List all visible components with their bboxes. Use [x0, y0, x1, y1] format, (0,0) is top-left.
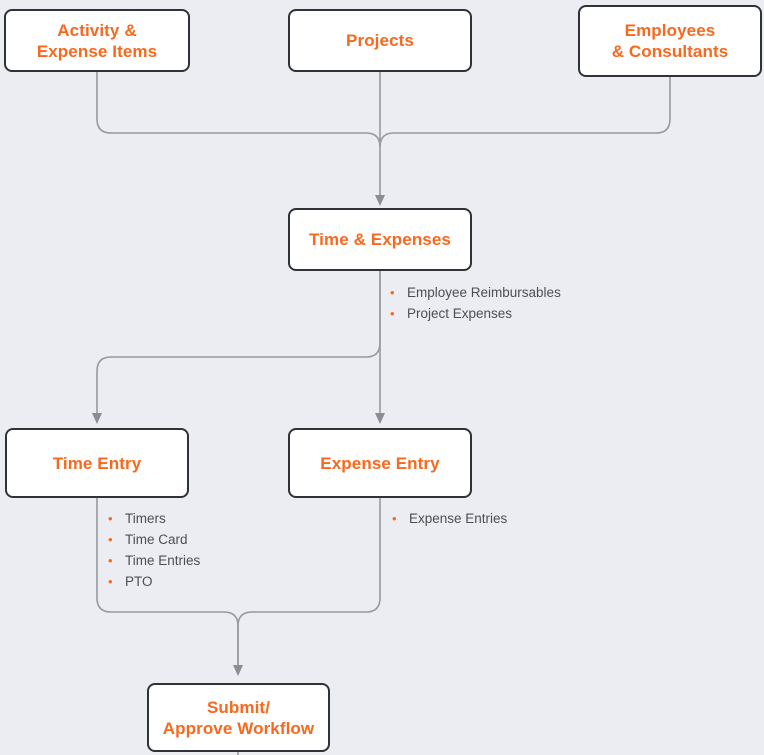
- list-item: • Timers: [108, 511, 200, 532]
- connector-activity-to-timeexpenses: [96, 72, 381, 148]
- node-label: Activity & Expense Items: [36, 20, 158, 61]
- list-item: • Project Expenses: [390, 306, 561, 327]
- node-time-and-expenses: Time & Expenses: [288, 208, 472, 271]
- connector-employees-to-timeexpenses: [379, 77, 671, 148]
- list-item-label: Employee Reimbursables: [407, 285, 561, 300]
- list-item-label: PTO: [125, 574, 153, 589]
- node-expense-entry: Expense Entry: [288, 428, 472, 498]
- node-employees-consultants: Employees & Consultants: [578, 5, 762, 77]
- node-label: Time & Expenses: [309, 230, 451, 249]
- bullet-icon: •: [108, 511, 113, 526]
- list-item-label: Time Card: [125, 532, 188, 547]
- node-activity-expense-items: Activity & Expense Items: [4, 9, 190, 72]
- bullet-icon: •: [390, 285, 395, 300]
- list-item: • Time Entries: [108, 553, 200, 574]
- list-item: • Time Card: [108, 532, 200, 553]
- bullet-icon: •: [390, 306, 395, 321]
- node-label: Submit/ Approve Workflow: [162, 697, 315, 738]
- node-label: Expense Entry: [320, 453, 440, 473]
- node-label: Employees & Consultants: [611, 21, 729, 61]
- list-item: • Employee Reimbursables: [390, 285, 561, 306]
- bullet-icon: •: [392, 511, 397, 526]
- list-item-label: Timers: [125, 511, 166, 526]
- node-label: Projects: [346, 31, 414, 50]
- list-item-label: Time Entries: [125, 553, 201, 568]
- node-label: Time Entry: [52, 453, 142, 473]
- node-submit-approve-workflow: Submit/ Approve Workflow: [147, 683, 330, 752]
- expense-entry-feature-list: • Expense Entries: [392, 511, 507, 532]
- connector-timeentry-to-submit: [96, 498, 243, 676]
- node-time-entry: Time Entry: [5, 428, 189, 498]
- list-item: • PTO: [108, 574, 200, 595]
- bullet-icon: •: [108, 553, 113, 568]
- connector-timeexpenses-to-timeentry: [92, 271, 381, 424]
- list-item-label: Expense Entries: [409, 511, 508, 526]
- connector-expenseentry-to-submit: [237, 498, 381, 666]
- bullet-icon: •: [108, 532, 113, 547]
- list-item: • Expense Entries: [392, 511, 507, 532]
- bullet-icon: •: [108, 574, 113, 589]
- list-item-label: Project Expenses: [407, 306, 513, 321]
- time-entry-feature-list: • Timers • Time Card • Time Entries • PT…: [108, 511, 200, 595]
- node-projects: Projects: [288, 9, 472, 72]
- time-expenses-feature-list: • Employee Reimbursables • Project Expen…: [390, 285, 561, 327]
